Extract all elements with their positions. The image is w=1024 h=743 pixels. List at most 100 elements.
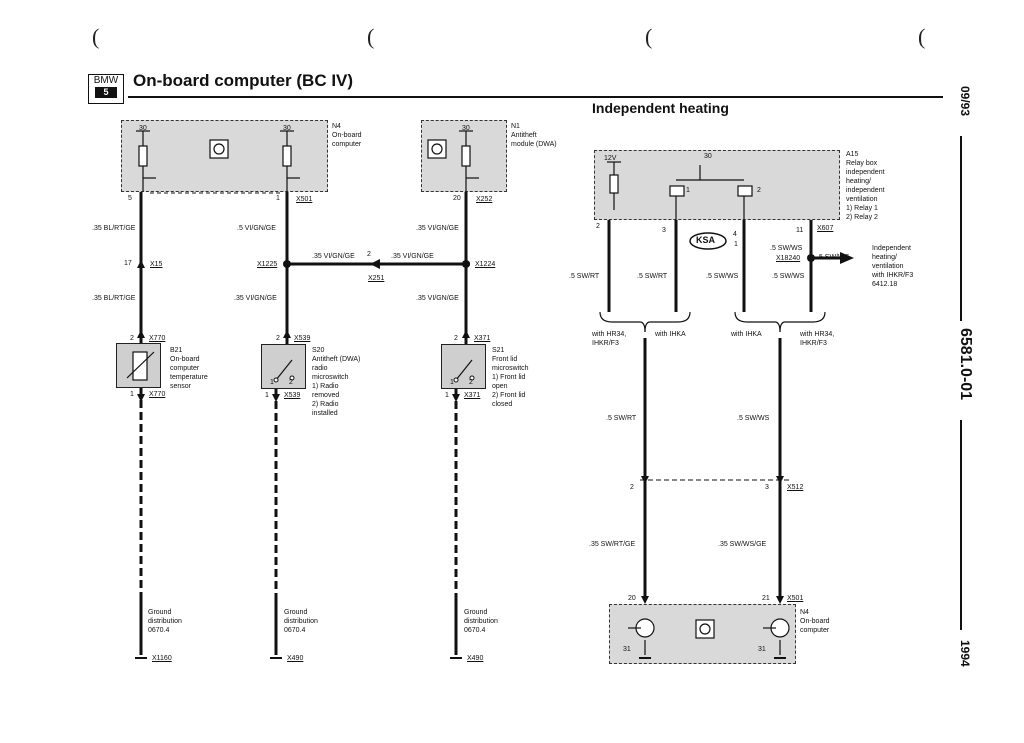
pin-number: 12V	[604, 155, 617, 162]
pin-number: 1	[130, 391, 134, 398]
ground-label: Ground distribution 0670.4	[464, 609, 498, 634]
wire-label: .5 SW/WS	[737, 415, 770, 422]
wire-label: .5 SW/RT	[569, 273, 600, 280]
ksa-label: KSA	[696, 235, 716, 245]
pin-number: 31	[758, 646, 766, 653]
wire-label: .35 SW/WS/GE	[718, 541, 767, 548]
pin-number: 30	[139, 125, 147, 132]
wire-label: .5 VI/GN/GE	[237, 225, 276, 232]
ground-connector: X490	[287, 655, 304, 662]
pin-number: 21	[762, 595, 770, 602]
pin-number: 2	[130, 335, 134, 342]
wire-label: .35 BL/RT/GE	[92, 225, 136, 232]
connector-label: X512	[787, 484, 804, 491]
bracket-mark: (	[918, 24, 926, 49]
connector-label: X251	[368, 275, 385, 282]
s21-label: S21 Front lid microswitch 1) Front lid o…	[492, 347, 529, 408]
connector-label: X539	[294, 335, 311, 342]
wire-label: .35 VI/GN/GE	[416, 295, 459, 302]
connector-label: X501	[787, 595, 804, 602]
wire-label: .35 BL/RT/GE	[92, 295, 136, 302]
option-label: with HR34, IHKR/F3	[800, 331, 835, 347]
s21-front-lid-microswitch	[441, 344, 486, 389]
ground-connector: X1160	[152, 655, 172, 662]
connector-label: X607	[817, 225, 834, 232]
bracket-mark: (	[645, 24, 653, 49]
pin-number: 1	[450, 379, 454, 386]
connector-label: X1224	[475, 261, 496, 268]
a15-label: A15 Relay box independent heating/ indep…	[846, 151, 885, 221]
pin-number: 30	[283, 125, 291, 132]
ground-label: Ground distribution 0670.4	[148, 609, 182, 634]
connector-label: X371	[464, 392, 481, 399]
s20-radio-microswitch	[261, 344, 306, 389]
pin-number: 2	[454, 335, 458, 342]
n1-label: N1 Antitheft module (DWA)	[511, 123, 557, 148]
pin-number: 2	[367, 251, 371, 258]
wire-label: .5 SW/WS	[817, 254, 850, 261]
pin-number: 1	[270, 379, 274, 386]
pin-number: 30	[462, 125, 470, 132]
pin-number: 3	[662, 227, 666, 234]
wire-label: .35 VI/GN/GE	[234, 295, 277, 302]
pin-number: 31	[623, 646, 631, 653]
option-label: with HR34, IHKR/F3	[592, 331, 627, 347]
connector-label: X371	[474, 335, 491, 342]
pin-number: 1	[265, 392, 269, 399]
logo-series: 5	[95, 87, 117, 98]
ihkr-output-label: Independent heating/ ventilation with IH…	[872, 245, 914, 288]
margin-rule	[960, 136, 962, 321]
pin-number: 30	[704, 153, 712, 160]
s20-label: S20 Antitheft (DWA) radio microswitch 1)…	[312, 347, 361, 417]
pin-number: 20	[453, 195, 461, 202]
section-title: Independent heating	[592, 100, 729, 116]
connector-label: X252	[476, 196, 493, 203]
wire-label: .35 SW/RT/GE	[589, 541, 636, 548]
logo-text: BMW	[93, 75, 119, 86]
pin-number: 3	[765, 484, 769, 491]
pin-number: 2	[469, 379, 473, 386]
wire-label: .5 SW/RT	[637, 273, 668, 280]
connector-label: X501	[296, 196, 313, 203]
ground-label: Ground distribution 0670.4	[284, 609, 318, 634]
connector-label: X770	[149, 335, 166, 342]
margin-rule	[960, 420, 962, 630]
wire-label: .5 SW/WS	[770, 245, 803, 252]
pin-number: 2	[757, 187, 761, 194]
wire-label: .5 SW/WS	[706, 273, 739, 280]
pin-number: 2	[289, 379, 293, 386]
wire-label: .5 SW/RT	[606, 415, 637, 422]
pin-number: 17	[124, 260, 132, 267]
option-label: with IHKA	[731, 331, 762, 338]
connector-label: X770	[149, 391, 166, 398]
connector-label: X539	[284, 392, 301, 399]
connector-label: X15	[150, 261, 163, 268]
b21-label: B21 On-board computer temperature sensor	[170, 347, 208, 390]
page-title: On-board computer (BC IV)	[133, 71, 354, 90]
title-rule	[128, 96, 943, 98]
connector-label: X18240	[776, 255, 801, 262]
n4-bottom-label: N4 On-board computer	[800, 609, 830, 634]
connector-label: X1225	[257, 261, 278, 268]
pin-number: 1	[686, 187, 690, 194]
wire-label: .35 VI/GN/GE	[312, 253, 355, 260]
pin-number: 2	[276, 335, 280, 342]
wire-label: .35 VI/GN/GE	[391, 253, 434, 260]
pin-number: 4	[733, 231, 737, 238]
ground-connector: X490	[467, 655, 484, 662]
option-label: with IHKA	[655, 331, 686, 338]
bmw-logo: BMW 5	[88, 74, 124, 104]
wire-label: .35 VI/GN/GE	[416, 225, 459, 232]
pin-number: 20	[628, 595, 636, 602]
pin-number: 1	[445, 392, 449, 399]
pin-number: 5	[128, 195, 132, 202]
pin-number: 2	[630, 484, 634, 491]
pin-number: 2	[596, 223, 600, 230]
pin-number: 1	[276, 195, 280, 202]
bracket-mark: (	[92, 24, 100, 49]
pin-number: 11	[796, 227, 804, 234]
pin-number: 1	[734, 241, 738, 248]
n4-label: N4 On-board computer	[332, 123, 362, 148]
a15-relay-box	[594, 150, 840, 220]
